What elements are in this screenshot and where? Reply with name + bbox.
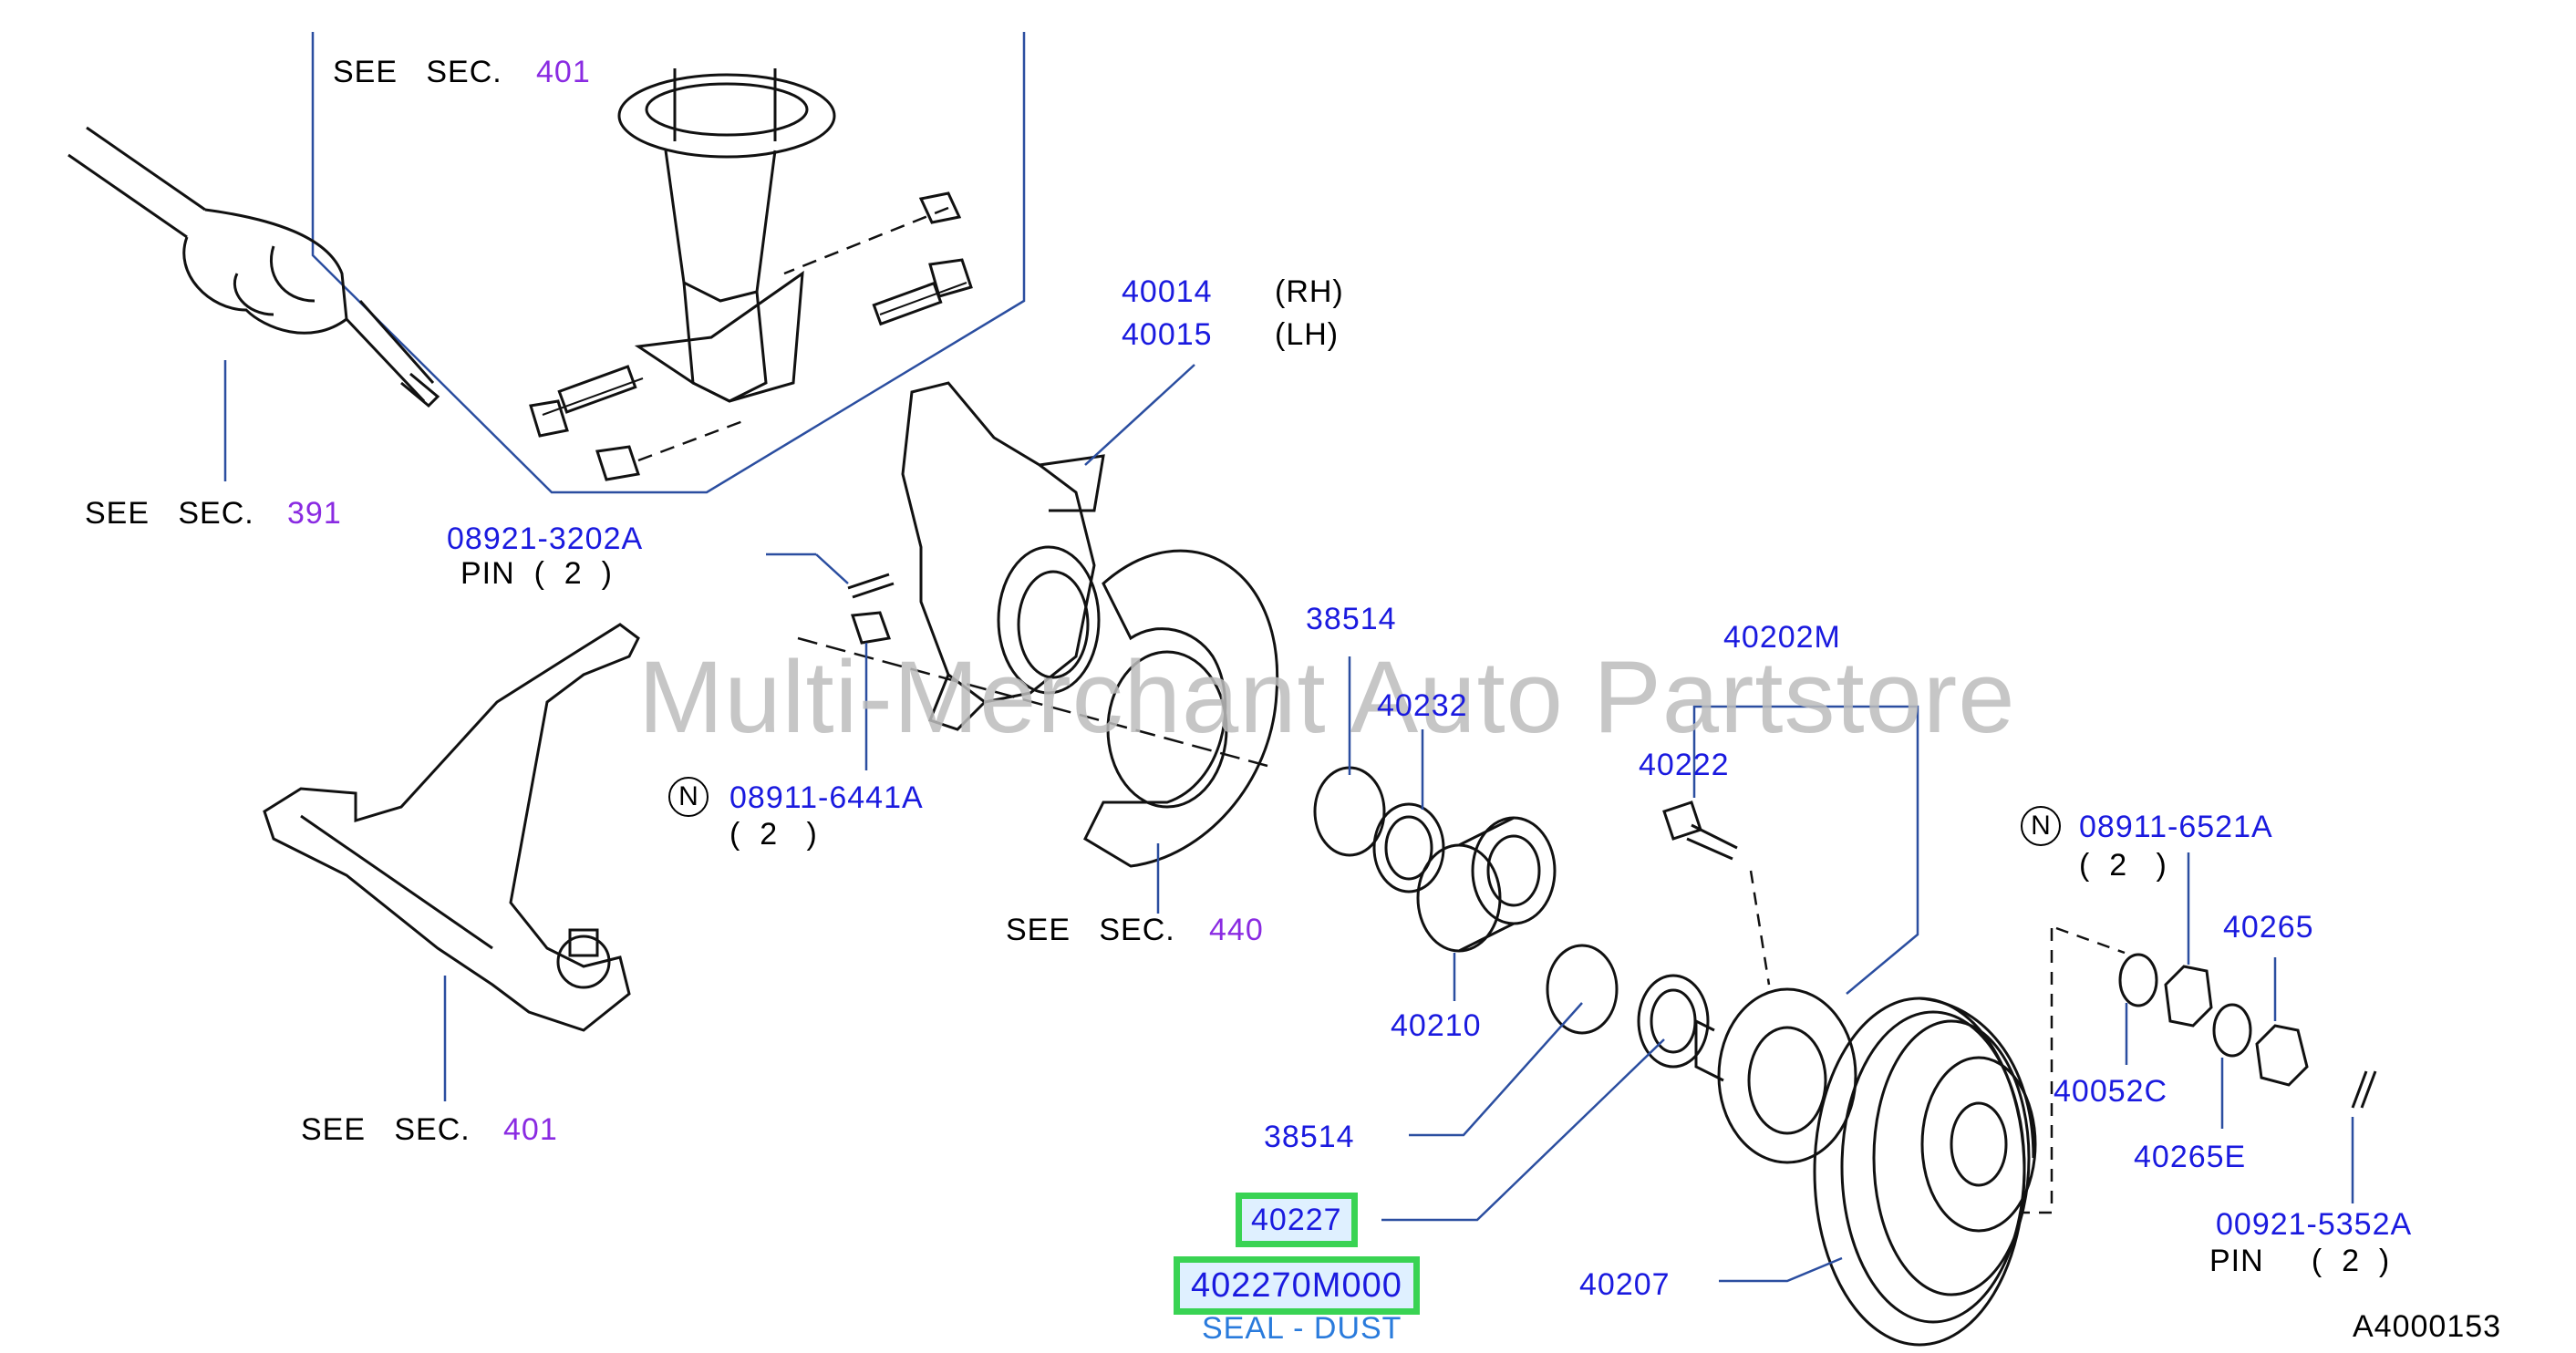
side-lh-label: (LH) bbox=[1275, 317, 1340, 352]
see-sec-label-left: SEE SEC. bbox=[85, 496, 254, 531]
hub-nut bbox=[2164, 965, 2213, 1028]
strut-bolt-lower bbox=[529, 365, 644, 438]
washer-40052C bbox=[2118, 953, 2158, 1007]
pin-qty-label-left: PIN ( 2 ) bbox=[460, 556, 613, 591]
n-symbol-right: N bbox=[2021, 806, 2061, 846]
part-40052C[interactable]: 40052C bbox=[2054, 1074, 2168, 1109]
see-sec-label-bottom: SEE SEC. bbox=[301, 1112, 471, 1147]
wheel-bearing bbox=[1416, 816, 1557, 953]
qty-label-right: ( 2 ) bbox=[2079, 848, 2167, 883]
wheel-hub bbox=[1694, 987, 1857, 1164]
lower-control-arm bbox=[263, 623, 640, 1032]
part-40015[interactable]: 40015 bbox=[1122, 317, 1213, 352]
section-ref-401-bottom[interactable]: 401 bbox=[503, 1112, 558, 1147]
pin-qty-label-right: PIN ( 2 ) bbox=[2209, 1244, 2391, 1278]
snap-ring-lower bbox=[1546, 944, 1619, 1035]
cotter-pin bbox=[2351, 1070, 2377, 1109]
ring-40265E bbox=[2212, 1003, 2252, 1058]
part-40202M[interactable]: 40202M bbox=[1723, 620, 1841, 655]
part-40014[interactable]: 40014 bbox=[1122, 274, 1213, 309]
section-ref-401-top[interactable]: 401 bbox=[536, 55, 591, 89]
drive-shaft bbox=[67, 126, 440, 408]
part-40222[interactable]: 40222 bbox=[1639, 748, 1730, 782]
part-40265E[interactable]: 40265E bbox=[2134, 1140, 2247, 1174]
seal-dust-description: SEAL - DUST bbox=[1202, 1311, 1402, 1346]
see-sec-label-middle: SEE SEC. bbox=[1006, 913, 1175, 947]
n-symbol-left: N bbox=[668, 777, 709, 817]
watermark: Multi-Merchant Auto Partstore bbox=[638, 640, 2016, 754]
dust-shield bbox=[1083, 549, 1279, 868]
part-00921-5352A[interactable]: 00921-5352A bbox=[2216, 1207, 2413, 1242]
strut-section-box bbox=[311, 32, 1026, 494]
dust-seal-40227 bbox=[1637, 974, 1710, 1069]
nut-cap-40265 bbox=[2255, 1024, 2309, 1087]
part-40210[interactable]: 40210 bbox=[1391, 1008, 1482, 1043]
brake-disc bbox=[1813, 997, 2037, 1347]
part-40232[interactable]: 40232 bbox=[1377, 688, 1468, 723]
hub-bolt bbox=[1662, 800, 1738, 861]
section-ref-391[interactable]: 391 bbox=[287, 496, 342, 531]
strut-bolt-upper bbox=[872, 258, 973, 326]
part-08911-6521A[interactable]: 08911-6521A bbox=[2079, 810, 2273, 844]
part-40207[interactable]: 40207 bbox=[1579, 1267, 1671, 1302]
section-ref-440[interactable]: 440 bbox=[1209, 913, 1264, 947]
part-08921-3202A[interactable]: 08921-3202A bbox=[447, 522, 644, 556]
part-08911-6441A[interactable]: 08911-6441A bbox=[729, 780, 924, 815]
steering-knuckle bbox=[901, 381, 1105, 731]
diagram-id: A4000153 bbox=[2353, 1309, 2502, 1344]
part-40227-highlighted[interactable]: 40227 bbox=[1236, 1193, 1358, 1247]
part-38514-bottom[interactable]: 38514 bbox=[1264, 1120, 1355, 1154]
qty-label-left: ( 2 ) bbox=[729, 817, 818, 852]
part-40265[interactable]: 40265 bbox=[2223, 910, 2314, 945]
part-38514-top[interactable]: 38514 bbox=[1306, 602, 1397, 636]
side-rh-label: (RH) bbox=[1275, 274, 1344, 309]
see-sec-label-top: SEE SEC. bbox=[333, 55, 502, 89]
part-402270M000-highlighted[interactable]: 402270M000 bbox=[1174, 1256, 1420, 1315]
